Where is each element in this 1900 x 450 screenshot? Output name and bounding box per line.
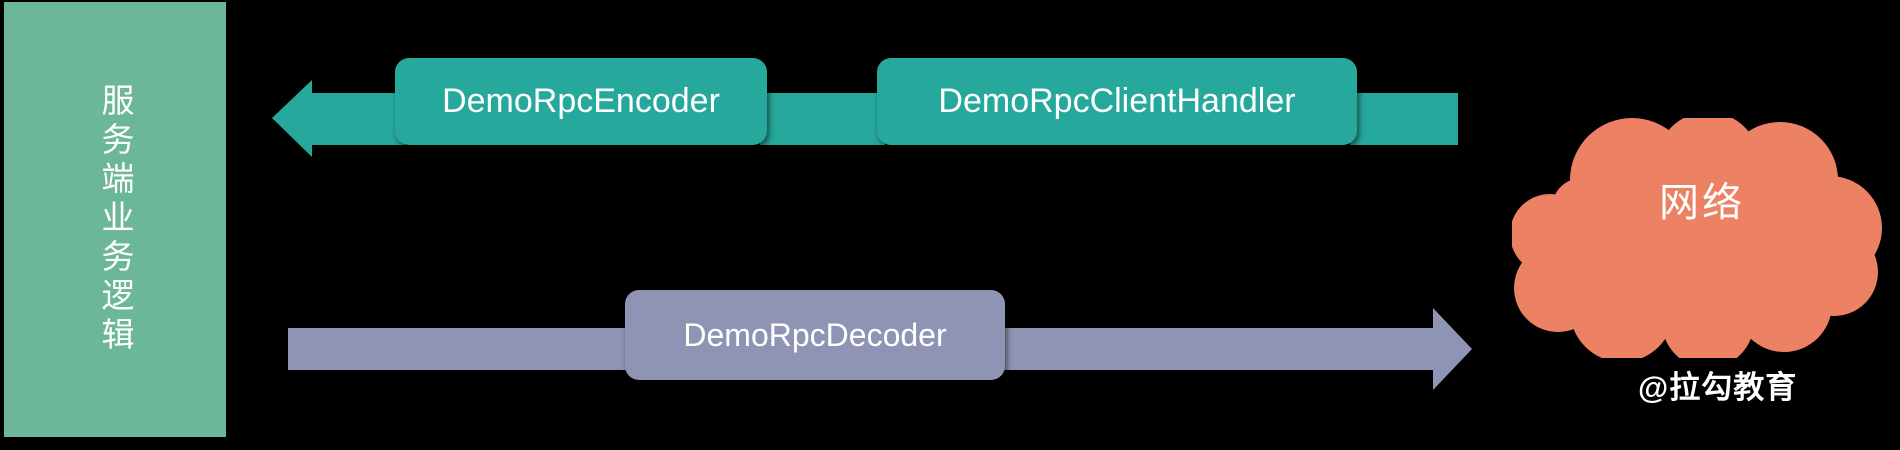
pipeline-stage-demorpcencoder[interactable]: DemoRpcEncoder	[395, 58, 767, 145]
inbound-arrow-purple	[288, 308, 1472, 390]
outbound-shaft-middle	[760, 93, 885, 145]
pipeline-stage-label: DemoRpcEncoder	[442, 82, 720, 120]
pipeline-stage-demorpcclienthandler[interactable]: DemoRpcClientHandler	[877, 58, 1357, 145]
pipeline-stage-label: DemoRpcClientHandler	[938, 82, 1296, 120]
watermark-text: @拉勾教育	[1638, 370, 1798, 405]
inbound-shaft-left	[288, 328, 633, 370]
server-business-logic-label: 服务端业务逻辑	[96, 83, 134, 356]
outbound-shaft-right	[1350, 93, 1458, 145]
inbound-shaft-right	[998, 328, 1435, 370]
outbound-arrowhead-icon	[272, 80, 312, 157]
pipeline-stage-demorpcdecoder[interactable]: DemoRpcDecoder	[625, 290, 1005, 380]
network-cloud-icon	[1512, 118, 1882, 358]
outbound-arrow-teal	[272, 80, 1458, 157]
outbound-shaft-left	[310, 93, 405, 145]
pipeline-stage-label: DemoRpcDecoder	[683, 316, 947, 353]
inbound-arrowhead-icon	[1433, 308, 1472, 390]
server-business-logic-panel: 服务端业务逻辑	[4, 2, 226, 437]
